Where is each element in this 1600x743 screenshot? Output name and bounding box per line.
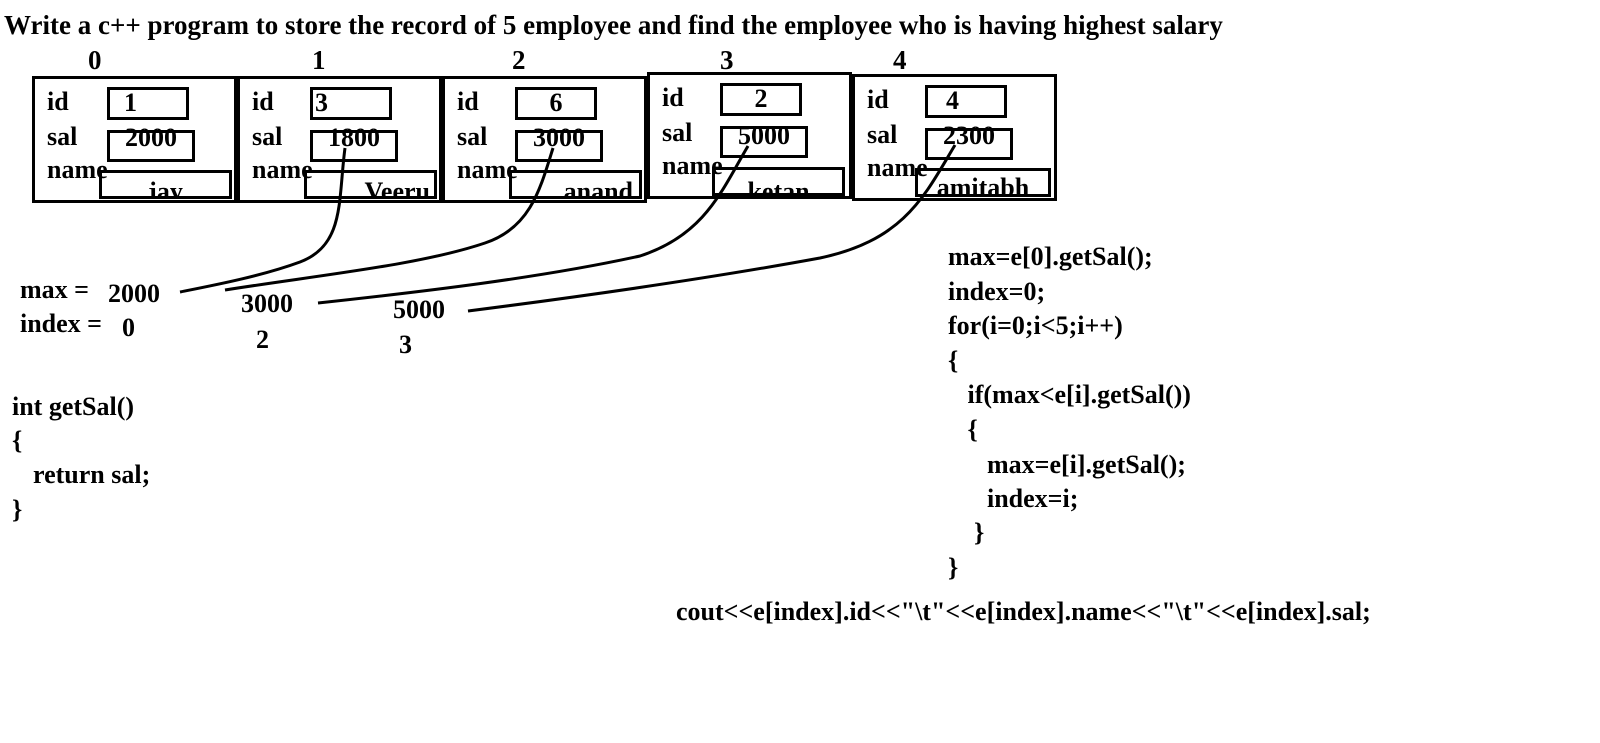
name-label: name — [47, 155, 108, 184]
id-label: id — [662, 83, 684, 112]
sal-value: 3000 — [515, 125, 603, 162]
id-value: 1 — [107, 87, 189, 120]
index-initial-value: 0 — [122, 313, 135, 342]
code-line: { — [948, 415, 978, 444]
code-line: max=e[i].getSal(); — [948, 450, 1186, 479]
max-step1-value: 3000 — [241, 289, 293, 318]
code-line: { — [12, 426, 23, 455]
id-value: 4 — [925, 85, 1007, 118]
id-value: 2 — [720, 83, 802, 116]
max-label: max = — [20, 275, 89, 304]
code-line: index=0; — [948, 277, 1046, 306]
code-line: } — [948, 553, 959, 582]
name-value: Veeru — [304, 170, 437, 199]
sal-label: sal — [867, 120, 898, 149]
sal-value: 1800 — [310, 125, 398, 162]
code-line: if(max<e[i].getSal()) — [948, 380, 1191, 409]
employee-record-1: id sal name 3 1800 Veeru — [237, 76, 442, 203]
sal-value: 2300 — [925, 123, 1013, 160]
id-value: 6 — [515, 87, 597, 120]
code-line: } — [12, 495, 23, 524]
max-step2-value: 5000 — [393, 295, 445, 324]
id-label: id — [457, 87, 479, 116]
code-line: { — [948, 346, 959, 375]
employee-record-2: id sal name 6 3000 anand — [442, 76, 647, 203]
code-line: for(i=0;i<5;i++) — [948, 311, 1123, 340]
max-initial-value: 2000 — [108, 279, 160, 308]
id-label: id — [867, 85, 889, 114]
array-index-0: 0 — [88, 45, 102, 75]
array-index-4: 4 — [893, 45, 907, 75]
cout-statement: cout<<e[index].id<<"\t"<<e[index].name<<… — [676, 597, 1371, 626]
code-line: } — [948, 518, 985, 547]
sal-value: 5000 — [720, 123, 808, 158]
code-line: index=i; — [948, 484, 1079, 513]
array-index-2: 2 — [512, 45, 526, 75]
array-index-3: 3 — [720, 45, 734, 75]
name-value: jay — [99, 170, 232, 199]
index-step1-value: 2 — [256, 325, 269, 354]
employee-record-4: id sal name 4 2300 amitabh — [852, 74, 1057, 201]
sal-value: 2000 — [107, 125, 195, 162]
index-step2-value: 3 — [399, 330, 412, 359]
sal-label: sal — [47, 122, 78, 151]
code-line: max=e[0].getSal(); — [948, 242, 1153, 271]
sal-label: sal — [662, 118, 693, 147]
index-label: index = — [20, 309, 102, 338]
sal-label: sal — [252, 122, 283, 151]
name-value: anand — [509, 170, 642, 199]
id-label: id — [252, 87, 274, 116]
code-line: int getSal() — [12, 392, 135, 421]
name-value: ketan — [712, 167, 845, 196]
page-title: Write a c++ program to store the record … — [4, 10, 1223, 40]
id-value: 3 — [310, 87, 392, 120]
code-line: return sal; — [20, 460, 151, 489]
id-label: id — [47, 87, 69, 116]
array-index-1: 1 — [312, 45, 326, 75]
employee-record-3: id sal name 2 5000 ketan — [647, 72, 852, 199]
sal-label: sal — [457, 122, 488, 151]
name-value: amitabh — [915, 168, 1051, 197]
employee-record-0: id sal name 1 2000 jay — [32, 76, 237, 203]
